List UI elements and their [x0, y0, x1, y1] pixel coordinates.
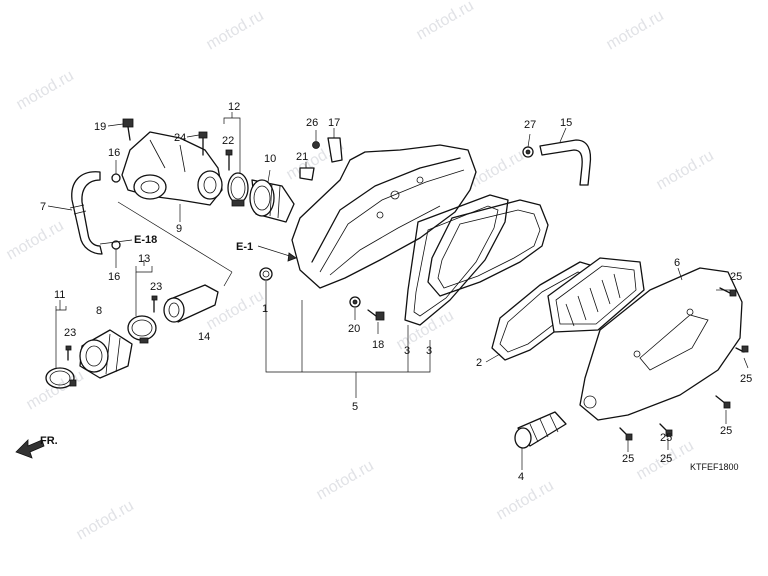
- callout-13[interactable]: 13: [138, 253, 150, 265]
- watermark: motod.ru: [24, 367, 87, 413]
- part-8-insulator[interactable]: [79, 329, 133, 379]
- part-23-screw[interactable]: [65, 345, 72, 361]
- part-13-clamp[interactable]: [127, 315, 157, 344]
- part-2-filter-element[interactable]: [547, 257, 645, 333]
- part-5-case[interactable]: [291, 144, 477, 289]
- callout-23[interactable]: 23: [150, 281, 162, 293]
- part-23-screw[interactable]: [151, 295, 158, 313]
- part-4-tube[interactable]: [514, 411, 567, 449]
- part-12-clamp[interactable]: [227, 172, 249, 207]
- callout-23[interactable]: 23: [64, 327, 76, 339]
- callout-1[interactable]: 1: [262, 303, 268, 315]
- callout-22[interactable]: 22: [222, 135, 234, 147]
- callout-5[interactable]: 5: [352, 401, 358, 413]
- callout-15[interactable]: 15: [560, 117, 572, 129]
- callout-4[interactable]: 4: [518, 471, 524, 483]
- watermark: motod.ru: [4, 217, 67, 263]
- part-10-connecting-tube[interactable]: [249, 179, 295, 223]
- callout-7[interactable]: 7: [40, 201, 46, 213]
- part-1-drain-plug[interactable]: [259, 267, 273, 281]
- direction-label: FR.: [40, 435, 58, 447]
- watermark: motod.ru: [204, 7, 267, 53]
- part-7-hose[interactable]: [69, 171, 103, 255]
- part-3-seal[interactable]: [427, 199, 549, 297]
- part-19-bolt[interactable]: [122, 118, 134, 141]
- watermark: motod.ru: [314, 457, 377, 503]
- part-17-bracket[interactable]: [327, 137, 343, 163]
- part-11-clamp[interactable]: [45, 367, 77, 389]
- front-direction-arrow: FR.: [15, 435, 58, 459]
- part-25-screw[interactable]: [735, 345, 749, 353]
- callout-16[interactable]: 16: [108, 271, 120, 283]
- part-25-screw[interactable]: [715, 395, 731, 409]
- callout-16[interactable]: 16: [108, 147, 120, 159]
- part-25-screw[interactable]: [619, 427, 633, 441]
- callout-18[interactable]: 18: [372, 339, 384, 351]
- callout-10[interactable]: 10: [264, 153, 276, 165]
- callout-25[interactable]: 25: [622, 453, 634, 465]
- callout-26[interactable]: 26: [306, 117, 318, 129]
- part-27-clamp[interactable]: [522, 146, 534, 158]
- callout-14[interactable]: 14: [198, 331, 210, 343]
- callout-17[interactable]: 17: [328, 117, 340, 129]
- callout-20[interactable]: 20: [348, 323, 360, 335]
- part-25-screw[interactable]: [719, 287, 737, 297]
- part-21-clip[interactable]: [299, 167, 315, 181]
- leader-lines: [47, 112, 749, 470]
- callout-11[interactable]: 11: [54, 289, 65, 301]
- callout-3[interactable]: 3: [426, 345, 432, 357]
- callout-12[interactable]: 12: [228, 101, 240, 113]
- ref-label-e1: E-1: [236, 241, 253, 253]
- part-22-screw[interactable]: [225, 149, 233, 171]
- diagram-code: KTFEF1800: [690, 462, 739, 472]
- part-20-washer[interactable]: [349, 296, 361, 308]
- callouts: 1 2 3 3 4 5 6 7 8 9 10 11 12 13 14 15 16…: [40, 101, 752, 483]
- watermark: motod.ru: [604, 7, 667, 53]
- callout-2[interactable]: 2: [476, 357, 482, 369]
- part-9-intake-duct[interactable]: [121, 131, 223, 206]
- part-25-screw[interactable]: [659, 423, 673, 437]
- part-26-washer[interactable]: [312, 141, 320, 149]
- part-18-bolt[interactable]: [367, 309, 385, 321]
- callout-24[interactable]: 24: [174, 132, 186, 144]
- callout-6[interactable]: 6: [674, 257, 680, 269]
- callout-8[interactable]: 8: [96, 305, 102, 317]
- part-16-clamp[interactable]: [111, 173, 121, 183]
- callout-25[interactable]: 25: [660, 432, 672, 444]
- callout-21[interactable]: 21: [296, 151, 308, 163]
- callout-9[interactable]: 9: [176, 223, 182, 235]
- watermark: motod.ru: [74, 497, 137, 543]
- callout-25[interactable]: 25: [730, 271, 742, 283]
- watermark: motod.ru: [14, 67, 77, 113]
- callout-25[interactable]: 25: [740, 373, 752, 385]
- callout-3[interactable]: 3: [404, 345, 410, 357]
- callout-19[interactable]: 19: [94, 121, 106, 133]
- watermark: motod.ru: [414, 0, 477, 43]
- callout-25[interactable]: 25: [720, 425, 732, 437]
- watermark: motod.ru: [654, 147, 717, 193]
- part-6-cover[interactable]: [579, 267, 743, 421]
- part-14-tube[interactable]: [163, 284, 219, 323]
- callout-25[interactable]: 25: [660, 453, 672, 465]
- ref-label-e18: E-18: [134, 234, 157, 246]
- callout-27[interactable]: 27: [524, 119, 536, 131]
- part-15-breather-tube[interactable]: [539, 139, 592, 186]
- watermark: motod.ru: [494, 477, 557, 523]
